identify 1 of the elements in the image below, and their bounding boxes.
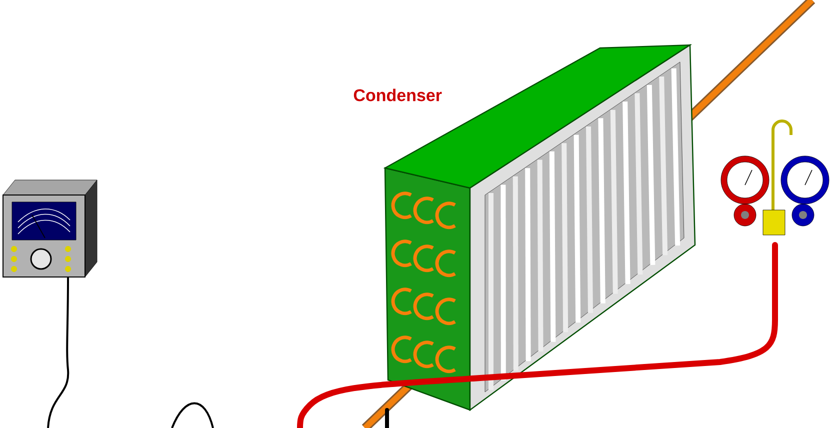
component-label: Condenser [354, 88, 442, 102]
